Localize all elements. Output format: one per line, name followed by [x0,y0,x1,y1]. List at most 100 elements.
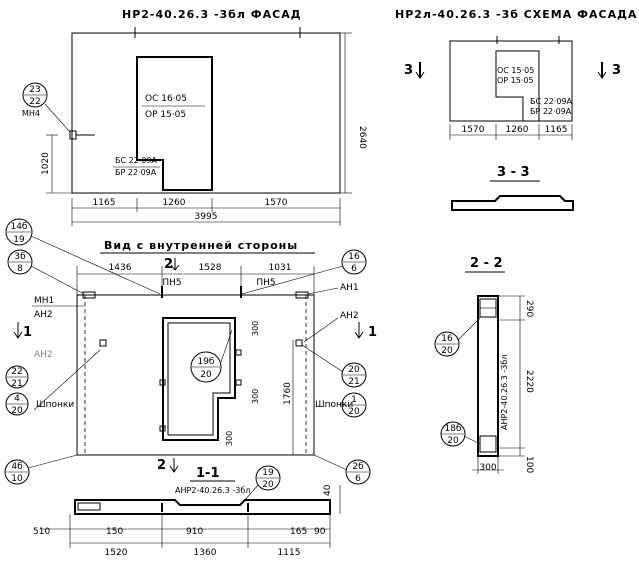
scheme-title: НР2л-40.26.3 -3б СХЕМА ФАСАДА [395,8,637,21]
section22-callout-2-leader [463,435,481,445]
inner-callout-22: 22 21 [5,365,29,389]
inner-dim-300-1: 300 [251,321,260,336]
section11-dim-90: 90 [314,527,326,537]
section22-bottom-block [479,435,497,453]
inner-callout-19b-bottom: 20 [200,370,212,380]
inner-panel-outline [76,294,315,456]
inner-opening-outer [162,317,236,441]
inner-callout-3b: 3б 8 [7,249,85,295]
inner-callout-4b-bottom: 10 [11,474,23,484]
facade-window-label-2: БР 22·09А [115,168,157,177]
inner-callout-22-bottom: 21 [11,379,22,389]
section22-dim-100: 100 [524,456,534,473]
inner-opening-anchor-1 [159,379,166,386]
section11-dim-1520: 1520 [105,548,128,558]
section11-dim-910: 910 [186,527,203,537]
inner-callout-20-bottom: 21 [348,377,359,387]
section11-callout-circle [255,465,281,491]
facade-dim-3: 1570 [265,198,288,208]
inner-an1-leader [307,287,339,295]
section22-callout-2-circle [440,421,466,447]
inner-callout-1-bottom: 20 [348,407,360,417]
inner-left-label-shponki: Шпонки [36,400,74,410]
inner-callout-22-top: 22 [11,367,22,377]
inner-callout-19b: 19б 20 [190,329,233,383]
section11-title: 1-1 [196,466,220,481]
inner-callout-14b: 14б 19 [5,218,161,295]
inner-callout-20: 20 21 [301,344,367,388]
inner-opening-anchor-3 [235,349,242,356]
inner-callout-16-top: 16 [348,252,360,262]
inner-section2-top: 2 [164,257,173,272]
facade-callout-top: 23 [29,85,40,95]
facade-dim-1: 1165 [93,198,116,208]
section22-callout-2-bottom: 20 [447,436,459,446]
facade-opening [136,56,213,191]
inner-section1-left: 1 [23,325,32,340]
facade-height-dim: 2640 [357,126,367,149]
section22-width-dim: 300 [479,463,496,473]
section11-callout-top: 19 [262,468,274,478]
section-1-1: 1-1 АНР2-40.26.3 -3бл 19 20 40 510 150 9… [33,465,341,558]
facade-anchor-mark [69,130,77,140]
inner-anchor-top-left [82,291,96,299]
section-2-2: 2 - 2 АНР2-40.26.3 -3бл 290 2220 100 300… [434,256,534,474]
scheme-window-label-1: БС 22·09А [530,97,573,106]
scheme-opening-label-2: ОР 15·05 [497,76,534,85]
inner-callout-1-top: 1 [351,395,357,405]
inner-right-label-shponki: Шпонки [315,400,353,410]
inner-dim-300-2: 300 [251,389,260,404]
inner-callout-2b-top: 2б [352,462,364,472]
inner-dim-300-3: 300 [225,431,234,446]
facade-opening-label-1: ОС 16·05 [145,94,187,104]
inner-callout-1: 1 20 [341,392,367,418]
scheme-section-arrowhead-left [415,71,425,79]
inner-opening-anchor-4 [159,425,166,432]
inner-side-anchor-left [99,339,107,347]
section-3-3: 3 - 3 [451,165,574,211]
inner-section2-bottom: 2 [157,458,166,473]
section22-callout-1-bottom: 20 [441,346,453,356]
inner-callout-4-top: 4 [14,394,20,404]
inner-right-label-an2: АН2 [340,311,359,321]
inner-side-anchor-right [295,339,303,347]
section11-dim-1115: 1115 [278,548,301,558]
section22-dim-290: 290 [524,300,534,317]
inner-callout-16: 16 6 [241,249,367,295]
inner-shponki-leader-left [33,349,101,411]
inner-section1-right-arrow [354,322,364,339]
section11-dim-150: 150 [106,527,123,537]
section11-dim-1360: 1360 [194,548,217,558]
section22-callout-1-circle [434,331,460,357]
inner-left-label-an2-faded: АН2 [34,350,53,360]
inner-callout-20-top: 20 [348,365,360,375]
section11-callout-bottom: 20 [262,480,274,490]
section11-callout-leader [244,484,259,501]
facade-callout-leader [44,103,71,133]
inner-section1-left-arrow [13,322,23,339]
inner-pn-label-2: ПН5 [256,278,275,288]
scheme-dim-3: 1165 [545,125,568,135]
scheme-view: НР2л-40.26.3 -3б СХЕМА ФАСАДА ОС 15·05 О… [395,8,637,140]
inner-callout-4b-top: 4б [11,462,23,472]
section11-left-pocket [77,502,101,511]
facade-callout-note: МН4 [22,109,40,118]
inner-callout-3b-top: 3б [14,252,26,262]
scheme-section-arrowhead-right [597,71,607,79]
inner-opening-anchor-2 [235,379,242,386]
inner-right-label-an1: АН1 [340,283,359,293]
section22-profile [477,295,499,457]
scheme-opening-label-1: ОС 15·05 [497,66,534,75]
section22-callout-1-top: 16 [441,334,453,344]
inner-section2-top-arrow [170,258,180,271]
inner-view: Вид с внутренней стороны 1436 1528 1031 … [4,218,377,485]
facade-panel-outline [71,32,341,194]
inner-callout-2b: 2б 6 [313,454,371,485]
inner-callout-4: 4 20 [5,392,29,416]
inner-callout-14b-bottom: 19 [13,235,25,245]
inner-callout-14b-top: 14б [10,222,27,232]
facade-callout-circle [22,82,48,108]
section22-callout-1-leader [457,317,481,341]
inner-callout-3b-bottom: 8 [17,264,23,274]
